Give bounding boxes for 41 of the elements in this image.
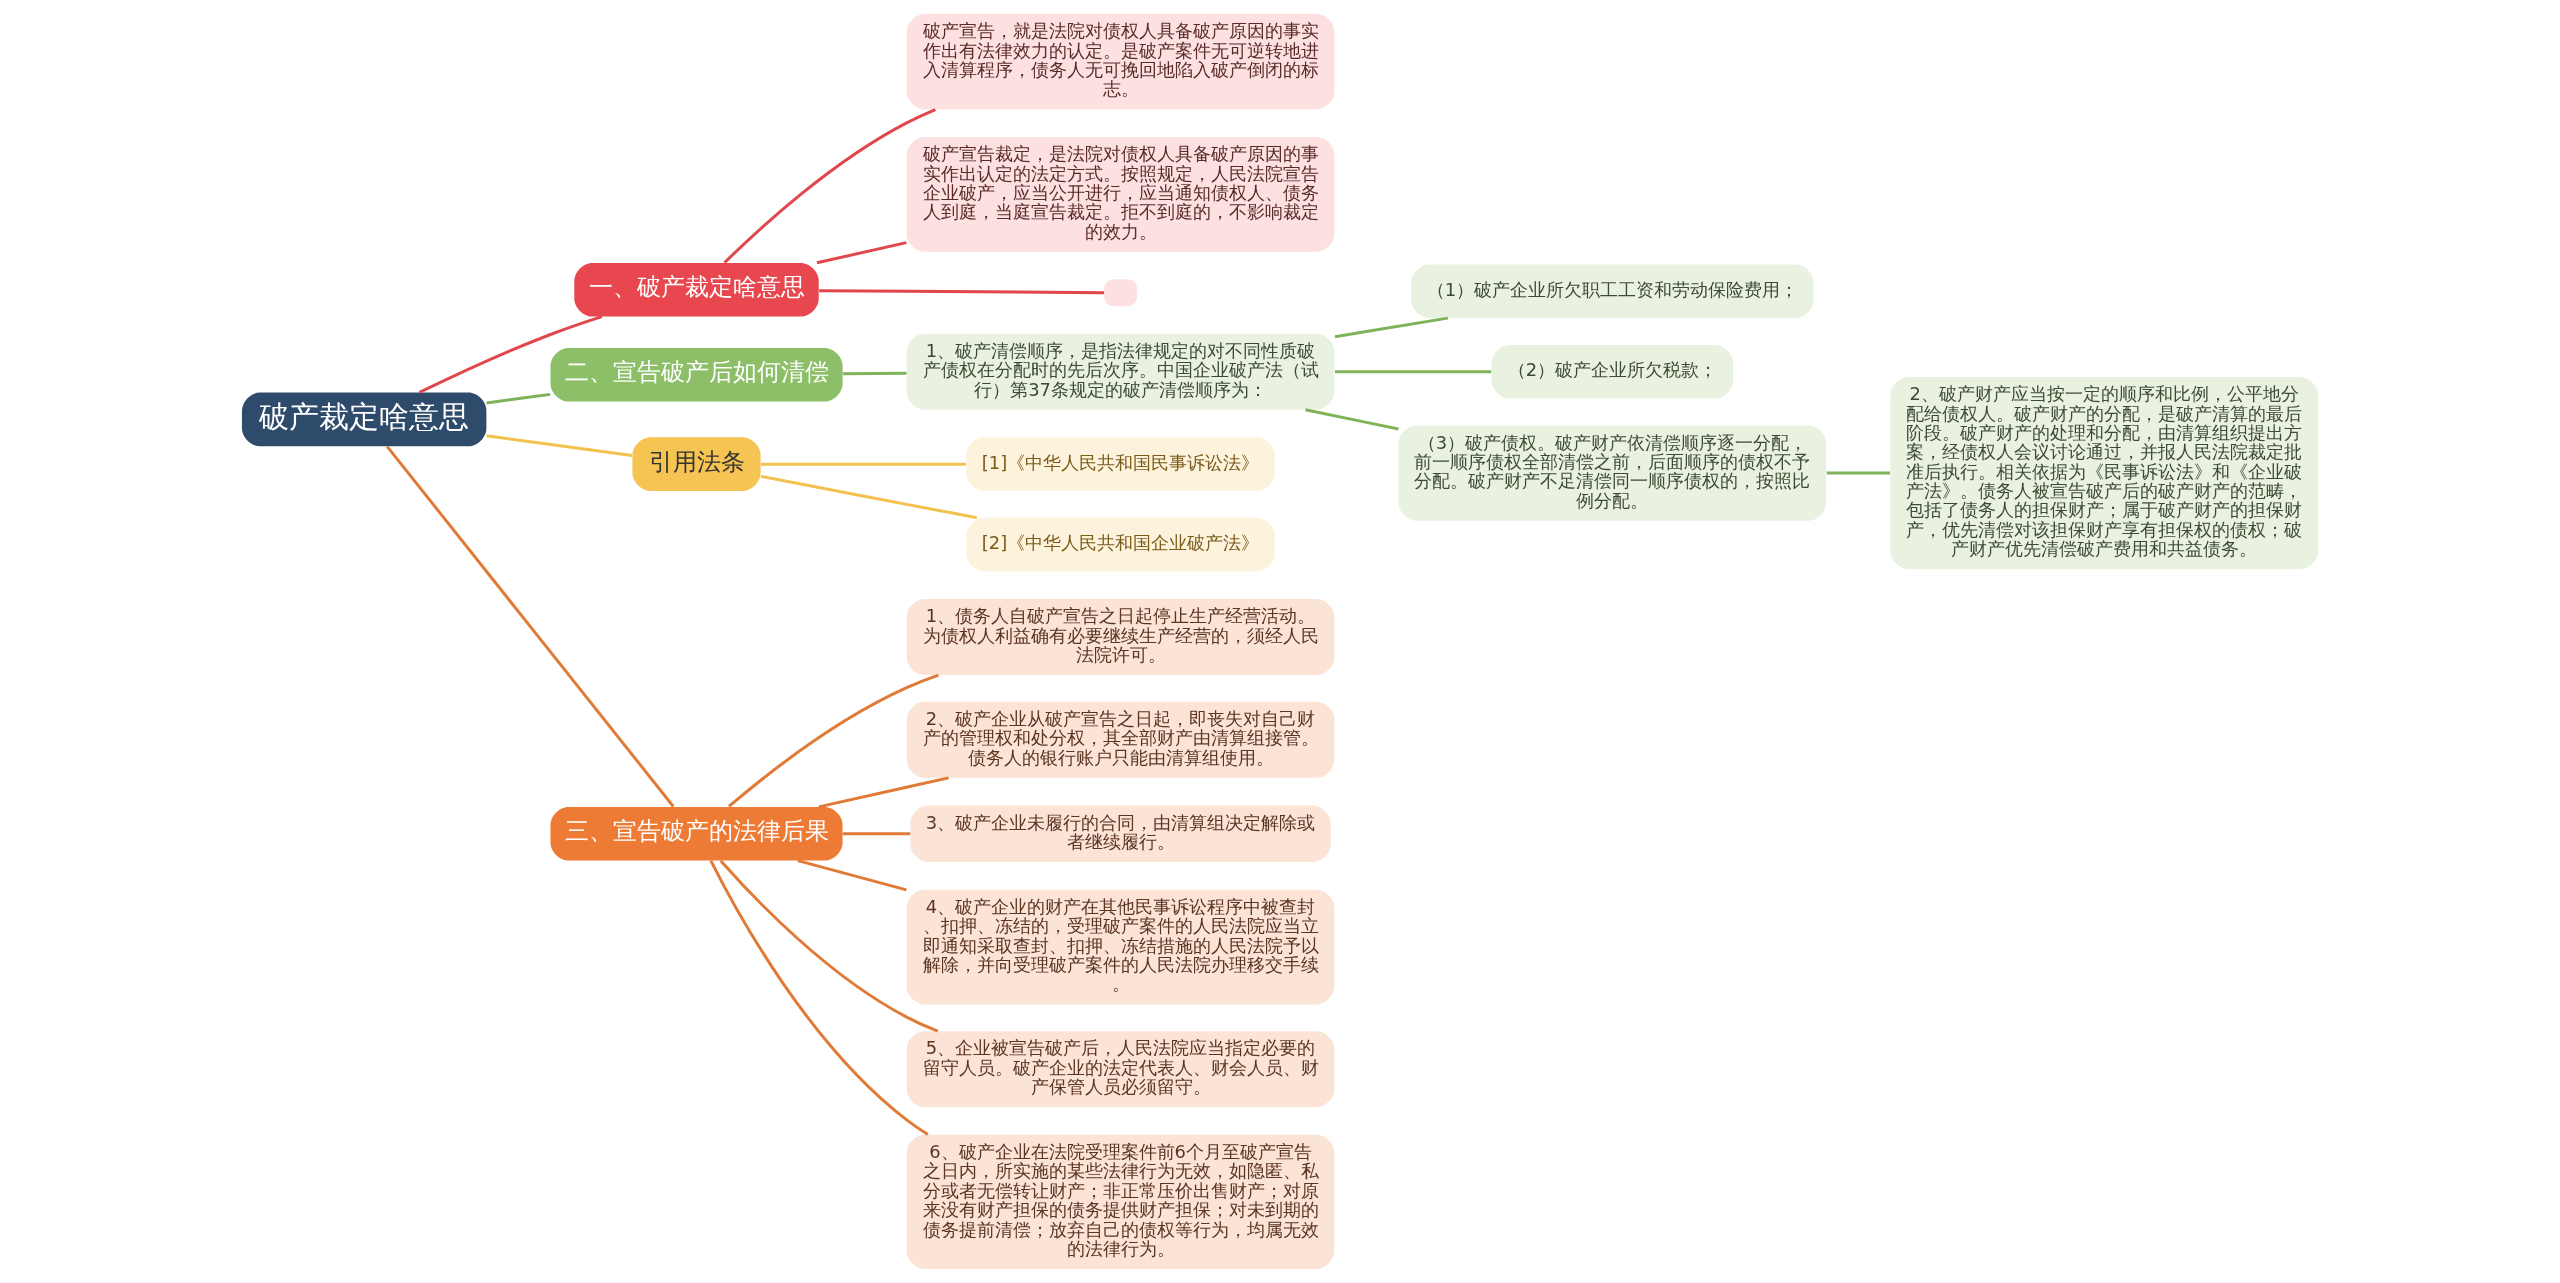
connector (1826, 471, 1891, 475)
node-box: 6、破产企业在法院受理案件前6个月至破产宣告之日内，所实施的某些法律行为无效，如隐匿、私分或者无偿转让财产；非正常压价出售财产；对原来没有财产担保的债务提供财产担保；对未到期的债务提前清偿；放弃自己的债权等行为，均属无效的法律行为。 (906, 1134, 1335, 1269)
connector (819, 289, 1104, 295)
connector (728, 673, 939, 808)
connector (723, 108, 936, 264)
node-box: 三、宣告破产的法律后果 (550, 806, 843, 861)
node-box: 1、债务人自破产宣告之日起停止生产经营活动。为债权人利益确有必要继续生产经营的，须经人民法院许可。 (906, 599, 1335, 676)
node-box: （1）破产企业所欠职工工资和劳动保险费用； (1411, 264, 1814, 319)
node-box: [2]《中华人民共和国企业破产法》 (966, 517, 1275, 572)
connector (486, 434, 633, 458)
node-box: [1]《中华人民共和国民事诉讼法》 (966, 437, 1275, 491)
node-box: 二、宣告破产后如何清偿 (550, 347, 843, 402)
connector (1305, 408, 1399, 431)
node-box (1104, 279, 1137, 307)
connector (761, 462, 966, 466)
connector (719, 859, 939, 1033)
connector (842, 371, 907, 376)
connector (842, 832, 911, 836)
node-box: 2、破产企业从破产宣告之日起，即丧失对自己财产的管理权和处分权，其全部财产由清算组接管。债务人的银行账户只能由清算组使用。 (906, 701, 1335, 778)
connector (709, 859, 929, 1136)
connector (1335, 370, 1492, 374)
node-box: 4、破产企业的财产在其他民事诉讼程序中被查封、扣押、冻结的，受理破产案件的人民法院应当立即通知采取查封、扣押、冻结措施的人民法院予以解除，并向受理破产案件的人民法院办理移交手续。 (906, 889, 1335, 1005)
connector (760, 474, 978, 520)
node-box: 1、破产清偿顺序，是指法律规定的对不同性质破产债权在分配时的先后次序。中国企业破产法（试行）第37条规定的破产清偿顺序为： (906, 333, 1335, 410)
node-box: 2、破产财产应当按一定的顺序和比例，公平地分配给债权人。破产财产的分配，是破产清算的最后阶段。破产财产的处理和分配，由清算组织提出方案，经债权人会议讨论通过，并报人民法院裁定批准后执行。相关依据为《民事诉讼法》和《企业破产法》。债务人被宣告破产后的破产财产的范畴，包括了债务人的担保财产；属于破产财产的担保财产，优先清偿对该担保财产享有担保权的债权；破产财产优先清偿破产费用和共益债务。 (1890, 376, 2319, 570)
connector (816, 241, 907, 265)
connector (386, 445, 675, 808)
node-box: （2）破产企业所欠税款； (1491, 344, 1734, 399)
connector (418, 315, 603, 394)
node-box: 一、破产裁定啥意思 (574, 262, 819, 317)
node-box: 5、企业被宣告破产后，人民法院应当指定必要的留守人员。破产企业的法定代表人、财会人员、财产保管人员必须留守。 (906, 1031, 1335, 1108)
node-box: 破产裁定啥意思 (241, 392, 487, 447)
node-box: （3）破产债权。破产财产依清偿顺序逐一分配，前一顺序债权全部清偿之前，后面顺序的债权不予分配。破产财产不足清偿同一顺序债权的，按照比例分配。 (1398, 425, 1827, 521)
connector (486, 392, 551, 405)
connector (818, 776, 949, 809)
node-box: 破产宣告，就是法院对债权人具备破产原因的事实作出有法律效力的认定。是破产案件无可逆转地进入清算程序，债务人无可挽回地陷入破产倒闭的标志。 (906, 14, 1335, 110)
node-box: 引用法条 (632, 437, 761, 491)
connector (1334, 316, 1449, 339)
connector (797, 859, 907, 892)
node-box: 3、破产企业未履行的合同，由清算组决定解除或者继续履行。 (910, 805, 1331, 863)
node-box: 破产宣告裁定，是法院对债权人具备破产原因的事实作出认定的法定方式。按照规定，人民法院宣告企业破产，应当公开进行，应当通知债权人、债务人到庭，当庭宣告裁定。拒不到庭的，不影响裁定的效力。 (906, 137, 1335, 252)
